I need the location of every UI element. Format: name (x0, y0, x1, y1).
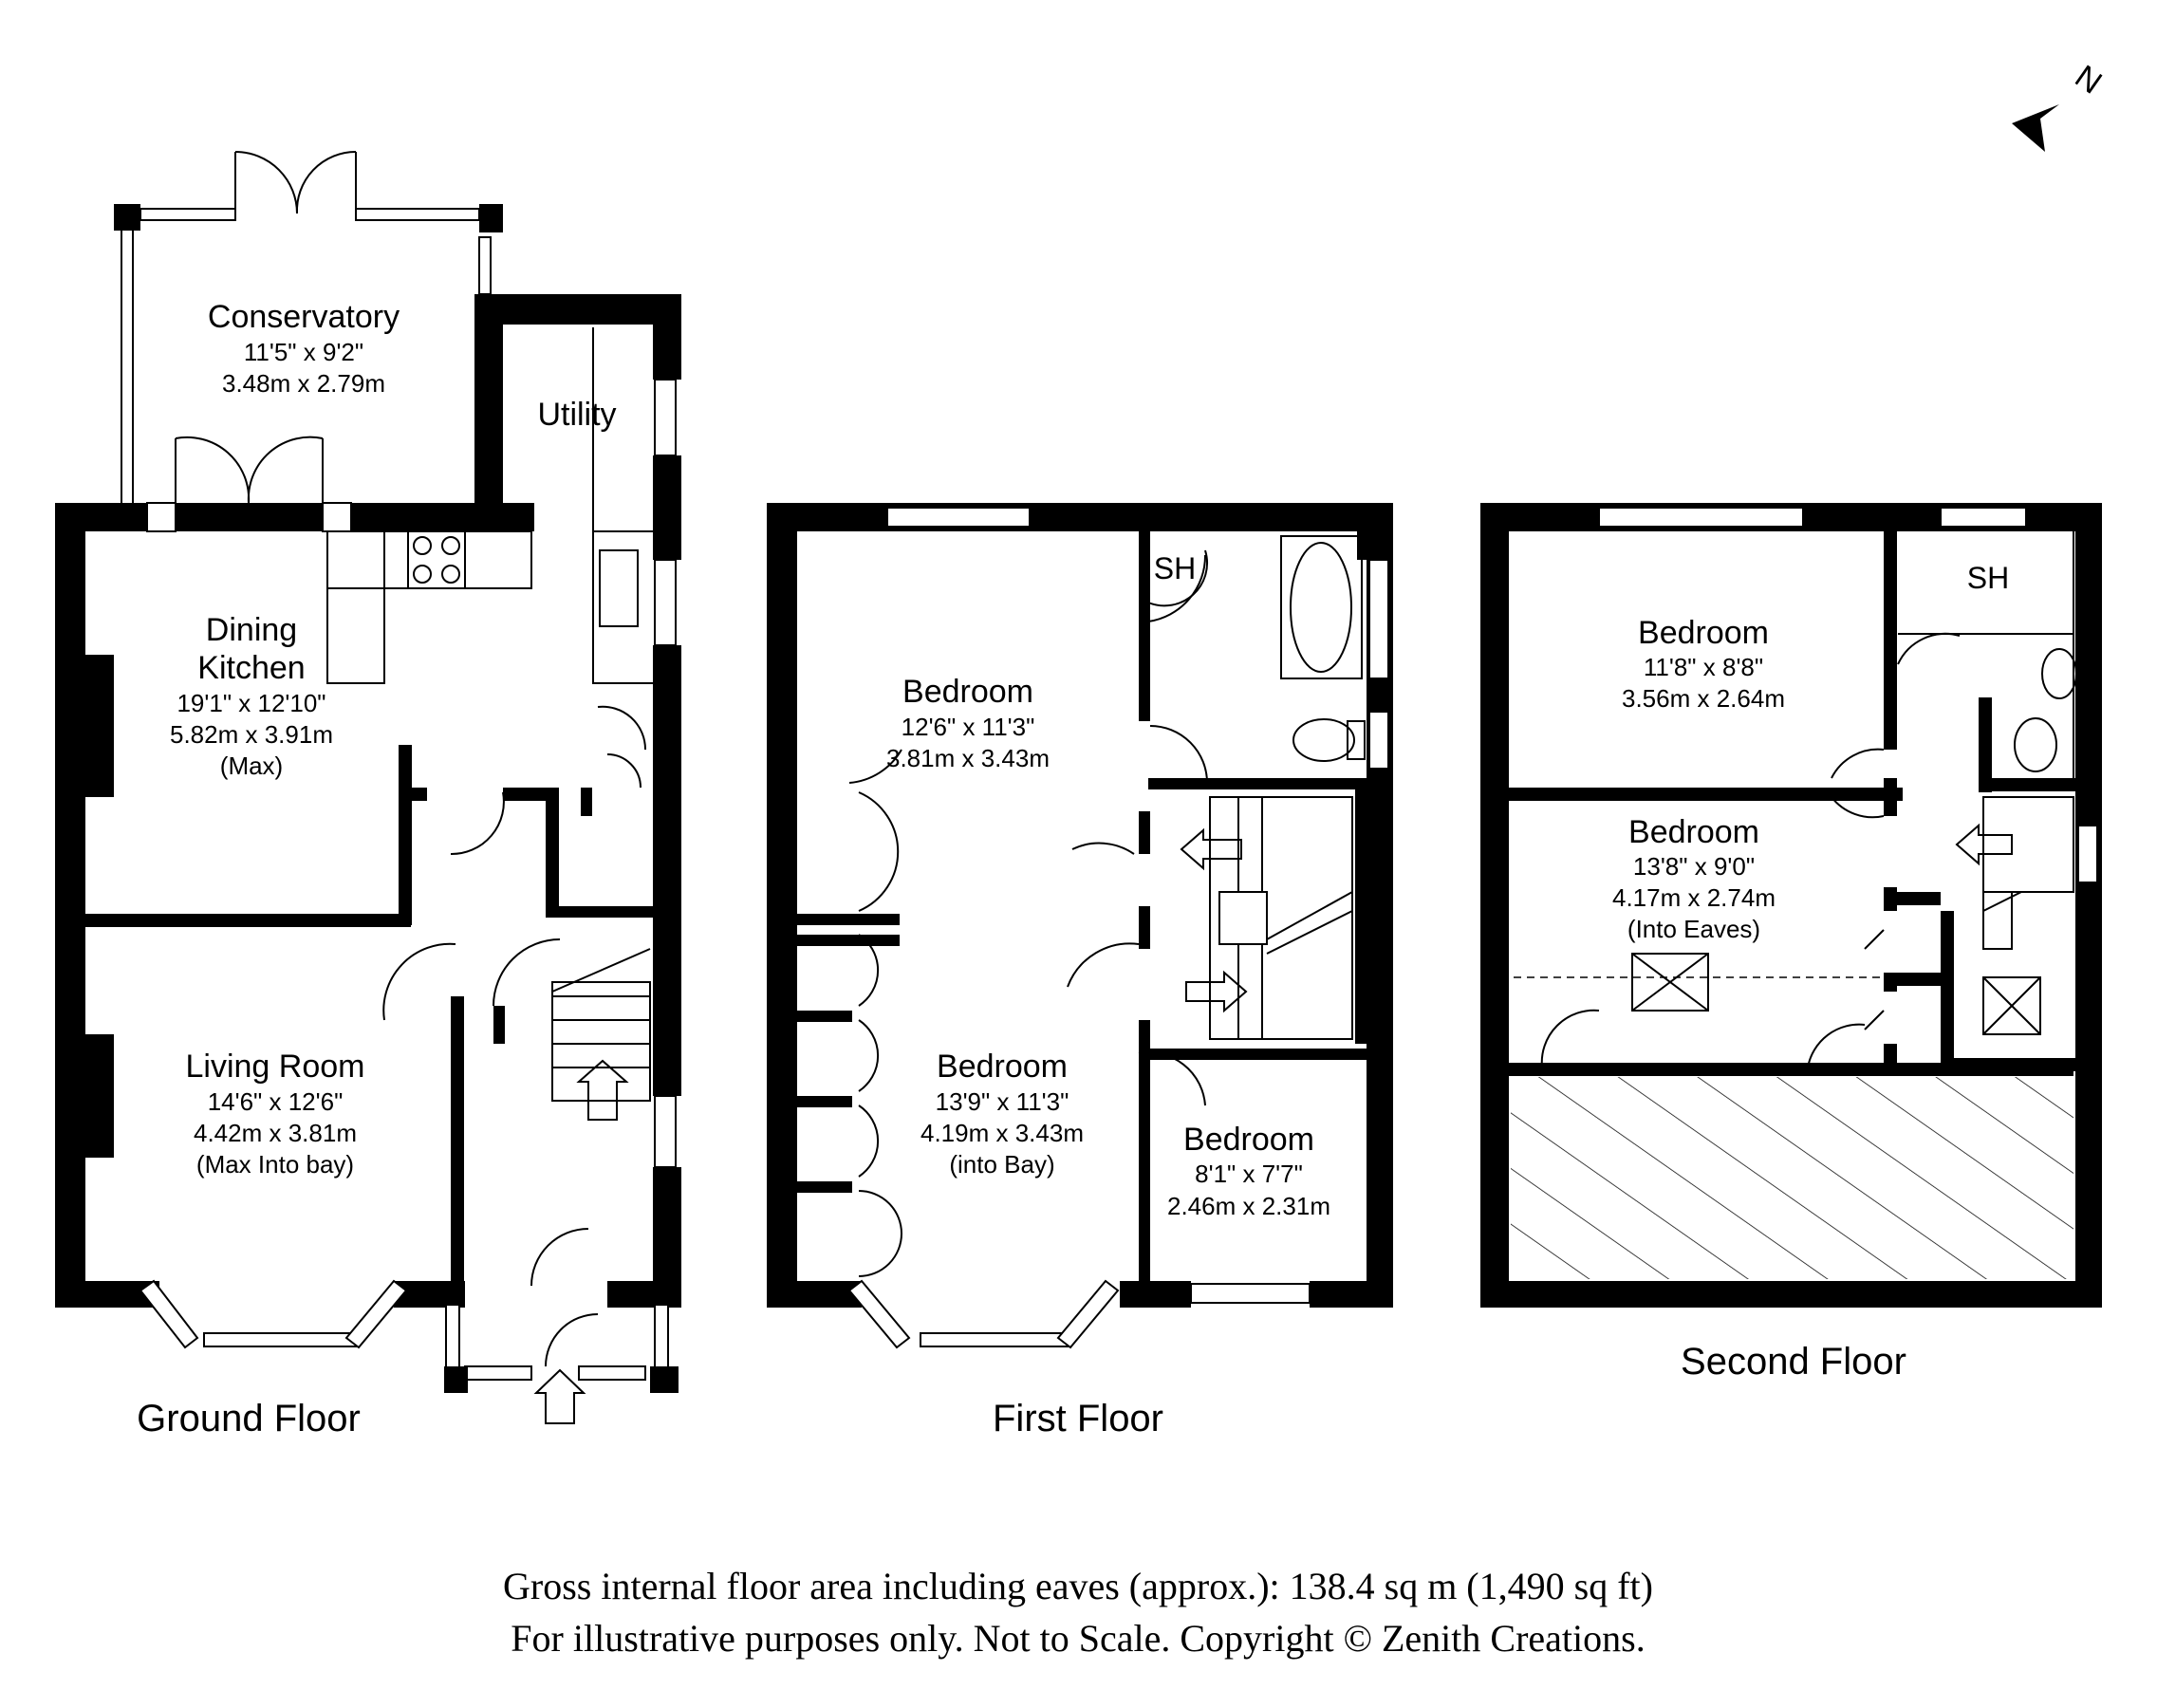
room-dimensions-imperial: 12'6" x 11'3" (902, 713, 1035, 741)
skylight-icon (1982, 976, 2041, 1035)
toilet-icon (1292, 718, 1355, 762)
second-floor-plan: SH Bedroom 11'8" x 8'8" 3.56m x 2.64m Be… (1480, 503, 2102, 1383)
first-floor-stairs (1180, 796, 1353, 1040)
room-dimensions-imperial: 11'5" x 9'2" (244, 338, 363, 366)
bathroom-fittings (1147, 535, 1366, 762)
down-arrow-icon (1180, 827, 1242, 871)
ensuite-fittings (1898, 531, 2077, 778)
ground-floor-stairs (533, 948, 651, 1424)
first-floor-plan: SH Bedroom 12'6" x 11'3" 3.81m x 3.43m B… (767, 503, 1393, 1439)
room-dimensions-imperial: 8'1" x 7'7" (1195, 1160, 1303, 1188)
room-dimensions-imperial: 14'6" x 12'6" (208, 1087, 344, 1116)
room-name: Bedroom (937, 1049, 1068, 1085)
compass-label: N (2069, 59, 2109, 102)
first-floor-windows (847, 507, 1389, 1349)
toilet-icon (2014, 717, 2057, 772)
ground-floor-windows (139, 379, 679, 1393)
room-name: Utility (537, 397, 616, 433)
basin-icon (2041, 648, 2077, 699)
entrance-arrow-icon (533, 1368, 586, 1424)
second-floor-doors (1540, 632, 1961, 1068)
up-arrow-icon (1185, 970, 1248, 1013)
sink-icon (599, 549, 639, 627)
first-floor-walls (767, 503, 1393, 1308)
room-name: Bedroom (1638, 615, 1769, 651)
hob-icon (407, 530, 466, 589)
second-floor-stairs (1514, 796, 2074, 1035)
floor-title: Second Floor (1681, 1341, 1906, 1383)
ground-floor-walls (55, 294, 681, 1308)
room-dimensions-metric: 3.56m x 2.64m (1622, 684, 1785, 713)
room-dimensions-metric: 4.42m x 3.81m (194, 1119, 357, 1147)
ground-floor-doors (175, 436, 647, 1367)
room-name: Living Room (186, 1049, 365, 1085)
room-name: Conservatory (208, 299, 400, 335)
room-dimensions-imperial: 13'8" x 9'0" (1633, 852, 1755, 881)
second-floor-walls (1480, 503, 2102, 1308)
north-arrow-icon (2012, 104, 2059, 152)
footer-area-text: Gross internal floor area including eave… (503, 1565, 1653, 1607)
room-name: Bedroom (902, 674, 1033, 710)
room-dimensions-metric: 4.19m x 3.43m (920, 1119, 1084, 1147)
floor-title: First Floor (993, 1398, 1163, 1439)
room-dimensions-imperial: 11'8" x 8'8" (1644, 653, 1763, 681)
shower-label: SH (1154, 551, 1196, 585)
floor-title: Ground Floor (137, 1398, 361, 1439)
room-dimensions-metric: 2.46m x 2.31m (1167, 1192, 1330, 1220)
room-name: Bedroom (1628, 814, 1759, 850)
room-dimensions-metric: 5.82m x 3.91m (170, 720, 333, 749)
footer-disclaimer-text: For illustrative purposes only. Not to S… (511, 1617, 1645, 1660)
room-name: Dining (206, 612, 297, 648)
room-note: (Max Into bay) (196, 1150, 354, 1179)
bath-icon (1280, 535, 1363, 679)
room-dimensions-metric: 3.81m x 3.43m (886, 744, 1050, 772)
shower-label: SH (1967, 561, 2009, 595)
eaves-storage (1511, 1077, 2073, 1279)
room-note: (Into Eaves) (1627, 915, 1760, 943)
room-name: Bedroom (1183, 1122, 1314, 1158)
conservatory-walls (114, 150, 503, 511)
ground-floor-plan: Conservatory 11'5" x 9'2" 3.48m x 2.79m … (55, 150, 681, 1439)
room-dimensions-imperial: 19'1" x 12'10" (177, 689, 325, 717)
room-note: (Max) (220, 752, 283, 780)
down-arrow-icon (1955, 823, 2013, 866)
up-arrow-icon (576, 1059, 629, 1121)
room-dimensions-metric: 4.17m x 2.74m (1612, 883, 1776, 912)
compass: N (2012, 59, 2109, 152)
room-dimensions-metric: 3.48m x 2.79m (222, 369, 385, 398)
room-name-line2: Kitchen (197, 650, 305, 686)
kitchen-fittings (326, 327, 656, 684)
room-dimensions-imperial: 13'9" x 11'3" (936, 1087, 1069, 1116)
second-floor-windows (1598, 507, 2102, 892)
room-note: (into Bay) (949, 1150, 1054, 1179)
skylight-icon (1631, 953, 1709, 1012)
